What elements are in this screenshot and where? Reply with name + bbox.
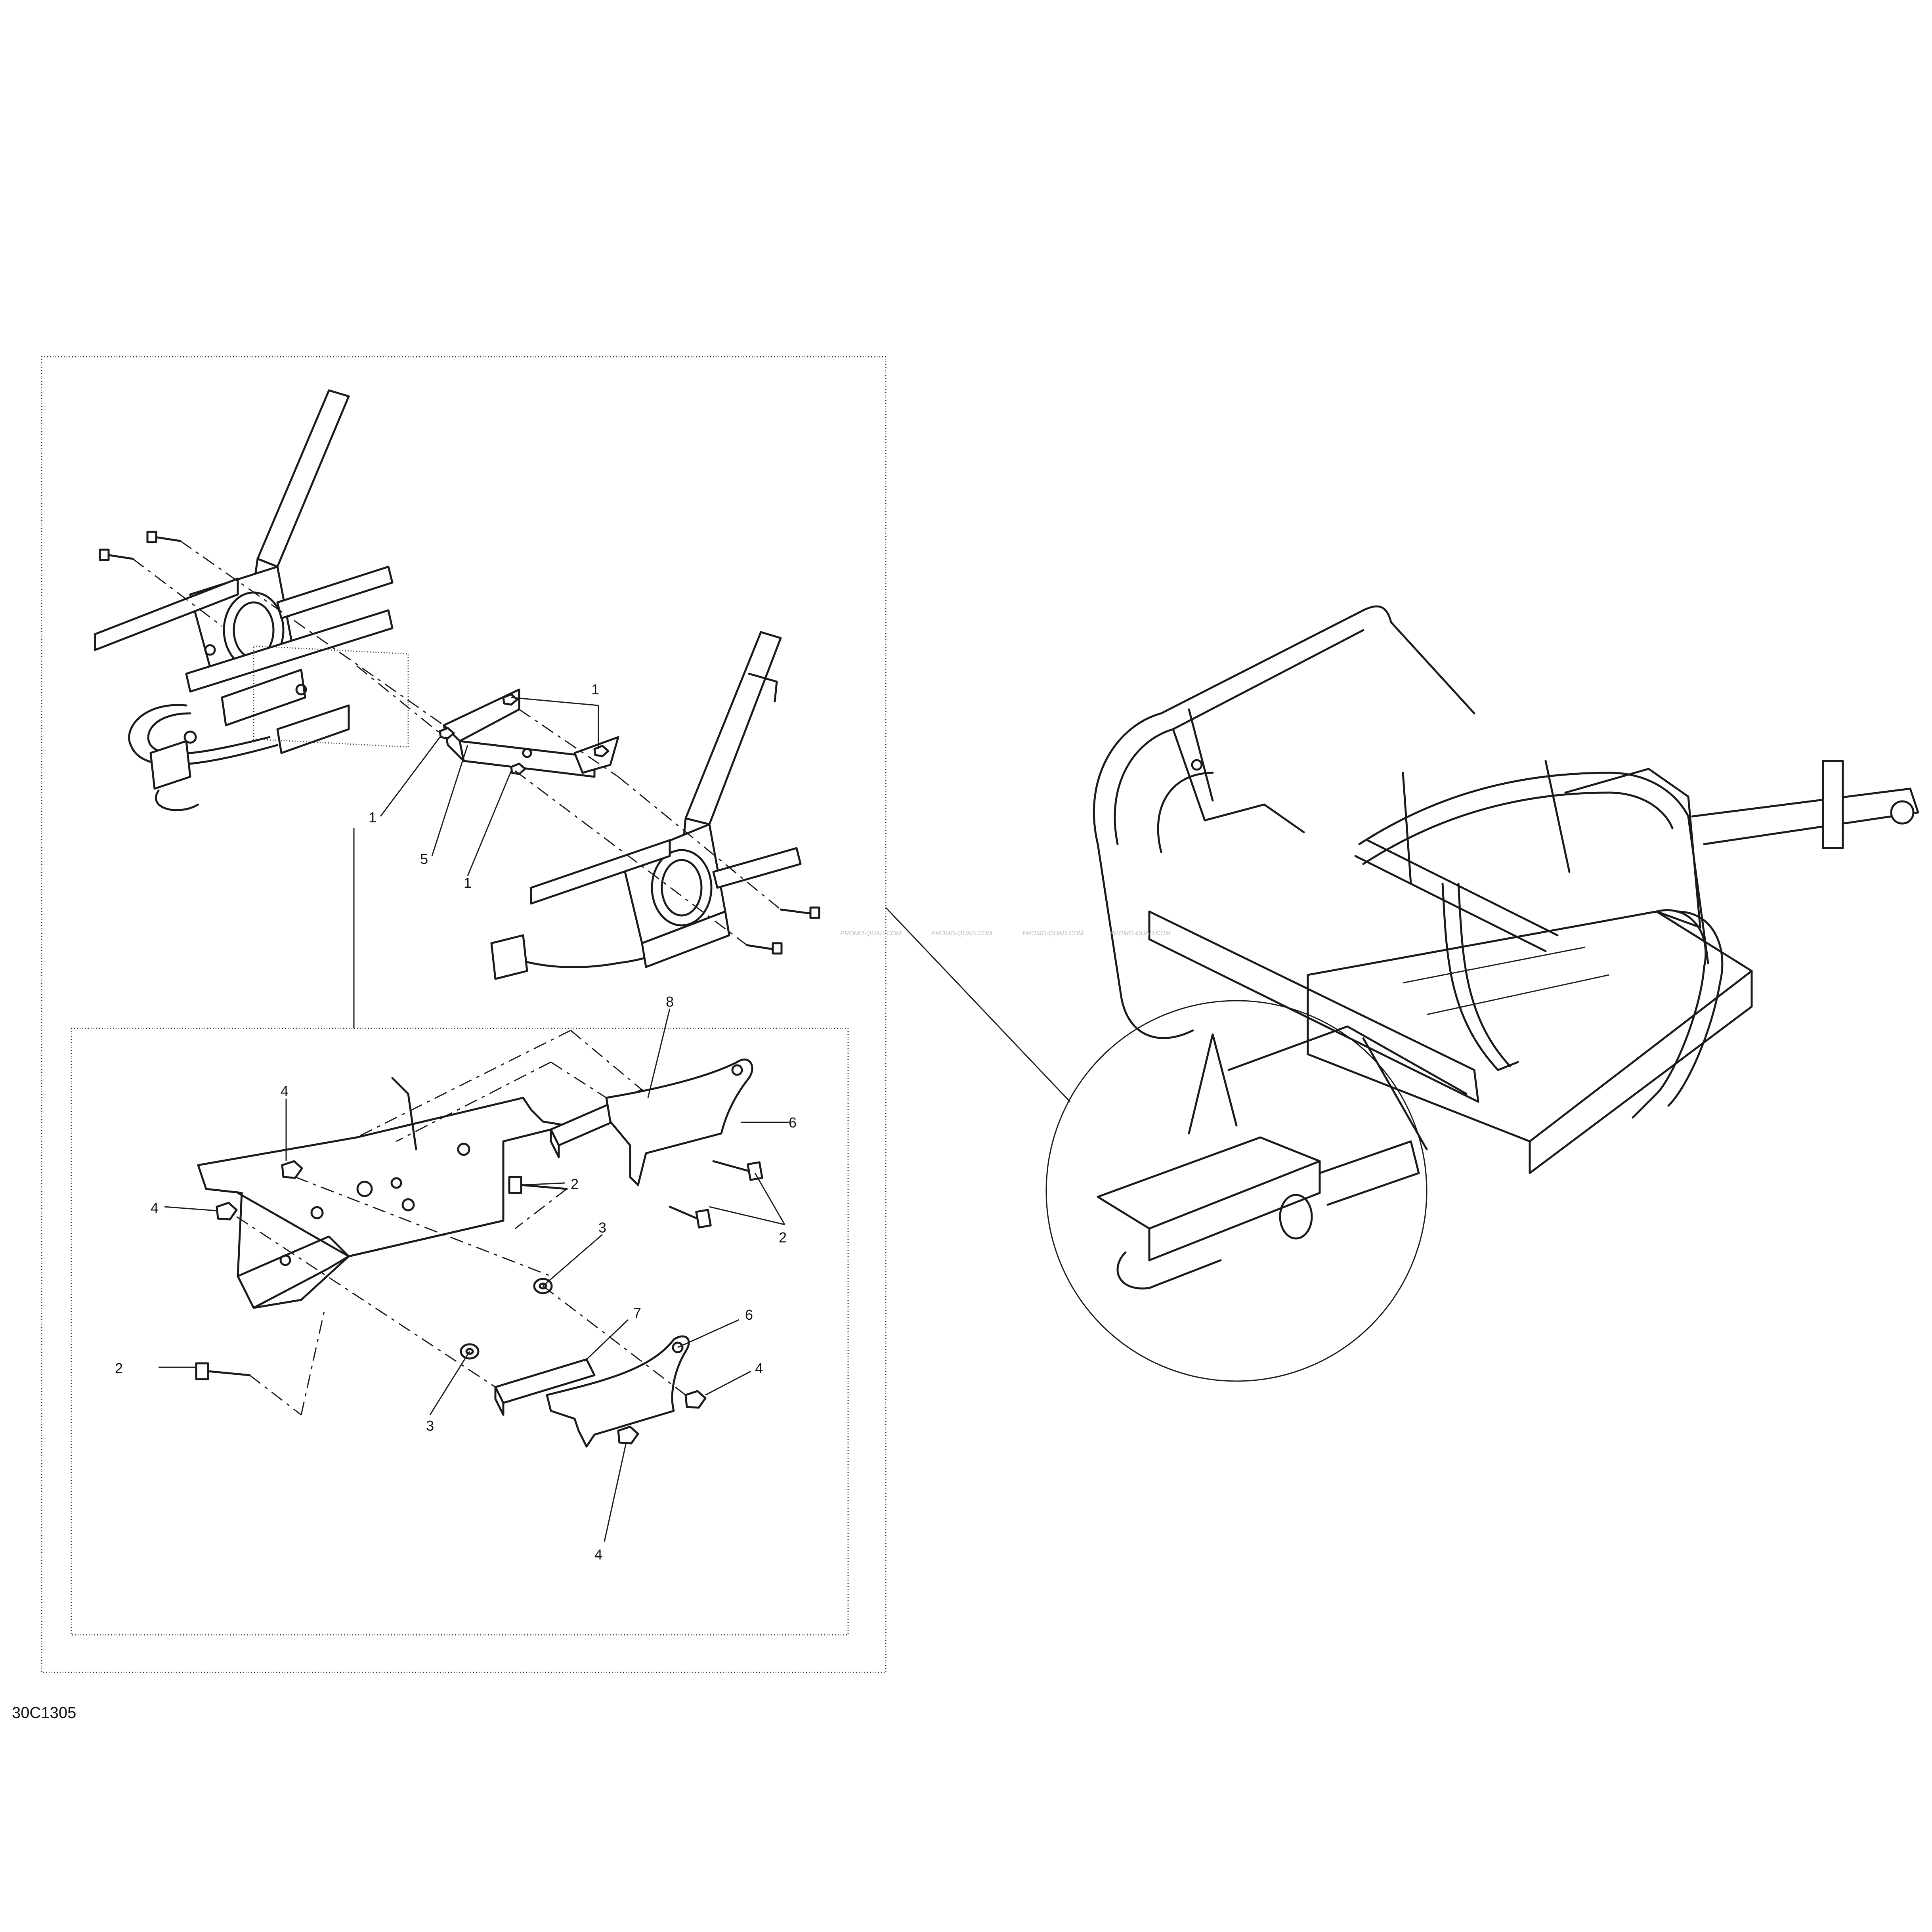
callout-1: 1 (464, 875, 472, 891)
upper-assembly-lines (132, 540, 781, 946)
callout-labels: 1 1 1 5 8 6 4 4 2 2 3 7 6 2 3 4 4 (115, 681, 797, 1563)
magnifier-link (885, 907, 1428, 1382)
callout-6: 6 (789, 1114, 797, 1131)
watermark-text: PROMO-QUAD.COM (840, 930, 901, 937)
watermark-text: PROMO-QUAD.COM (1022, 930, 1084, 937)
lower-assembly-lines (236, 1030, 686, 1416)
callout-4: 4 (594, 1546, 602, 1563)
watermarks: PROMO-QUAD.COM PROMO-QUAD.COM PROMO-QUAD… (840, 930, 1171, 937)
callout-1: 1 (369, 809, 376, 826)
callout-3: 3 (598, 1219, 606, 1236)
detail-highlight-box (253, 645, 409, 748)
callout-6: 6 (745, 1307, 753, 1323)
callout-5: 5 (420, 851, 428, 867)
watermark-text: PROMO-QUAD.COM (931, 930, 992, 937)
left-frame-section (94, 389, 394, 811)
callout-1: 1 (591, 681, 599, 698)
exploded-view-frame (41, 356, 887, 1673)
callout-4: 4 (755, 1360, 763, 1376)
callout-2: 2 (571, 1176, 579, 1192)
callout-7: 7 (633, 1305, 641, 1321)
callout-3: 3 (426, 1418, 434, 1434)
right-frame-section (490, 631, 802, 980)
callout-8: 8 (666, 994, 674, 1010)
callout-2: 2 (779, 1229, 787, 1246)
bracket-items (494, 1059, 753, 1448)
callout-2: 2 (115, 1360, 123, 1376)
diagram-reference-code: 30C1305 (12, 1704, 76, 1722)
watermark-text: PROMO-QUAD.COM (1110, 930, 1171, 937)
vehicle-frame-illustration (1093, 605, 1919, 1290)
callout-4: 4 (151, 1200, 159, 1216)
skid-plate (197, 1077, 568, 1309)
callout-4: 4 (281, 1083, 289, 1099)
center-bracket (443, 688, 619, 778)
callout-leaders (159, 697, 789, 1542)
